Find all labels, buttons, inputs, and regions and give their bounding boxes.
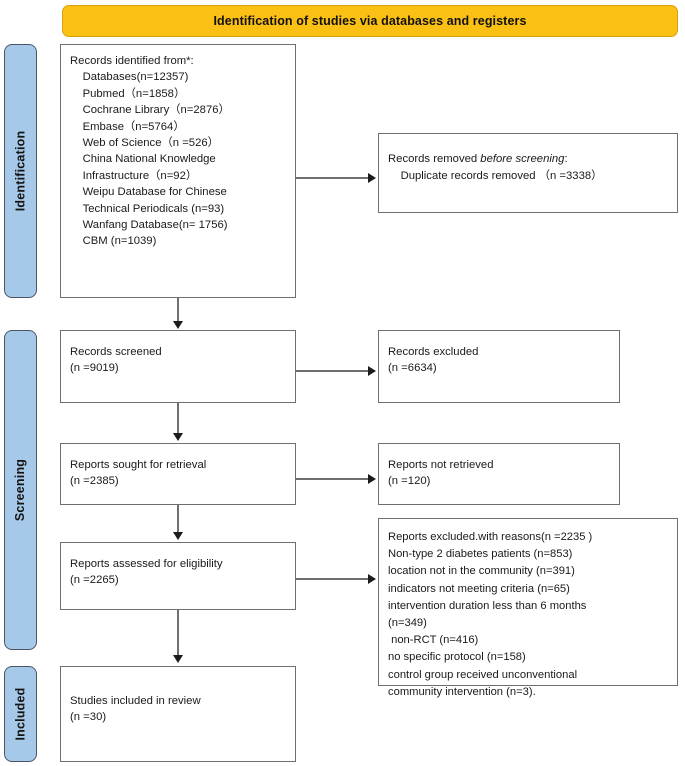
- stage-rail-identification: Identification: [4, 44, 37, 298]
- connector-identified-to-screened: [177, 298, 179, 322]
- box-records-identified: Records identified from*: Databases(n=12…: [60, 44, 296, 298]
- box-records-removed: Records removed before screening: Duplic…: [378, 133, 678, 213]
- stage-label-identification: Identification: [13, 130, 28, 212]
- box-reports-eligibility-text: Reports assessed for eligibility (n =226…: [70, 558, 223, 587]
- arrowhead-sought-to-eligibility: [173, 532, 183, 540]
- box-reports-eligibility: Reports assessed for eligibility (n =226…: [60, 542, 296, 610]
- arrowhead-identified-to-screened: [173, 321, 183, 329]
- connector-eligibility-to-excluded-reasons: [296, 578, 368, 580]
- connector-sought-to-eligibility: [177, 505, 179, 533]
- box-reports-excluded-reasons: Reports excluded.with reasons(n =2235 ) …: [378, 518, 678, 698]
- connector-sought-to-not-retrieved: [296, 478, 368, 480]
- box-reports-excluded-reasons-text: Reports excluded.with reasons(n =2235 ) …: [388, 531, 593, 698]
- stage-label-screening: Screening: [13, 458, 28, 522]
- arrowhead-identified-to-removed: [368, 173, 376, 183]
- removed-prefix: Records removed: [388, 153, 481, 165]
- box-records-screened: Records screened (n =9019): [60, 330, 296, 403]
- box-records-screened-text: Records screened (n =9019): [70, 346, 162, 375]
- arrowhead-screened-to-excluded: [368, 366, 376, 376]
- box-reports-not-retrieved: Reports not retrieved (n =120): [378, 443, 620, 505]
- connector-identified-to-removed: [296, 177, 368, 179]
- header-banner: Identification of studies via databases …: [62, 5, 678, 37]
- box-reports-not-retrieved-text: Reports not retrieved (n =120): [388, 459, 494, 488]
- connector-screened-to-sought: [177, 403, 179, 434]
- arrowhead-sought-to-not-retrieved: [368, 474, 376, 484]
- arrowhead-eligibility-to-excluded-reasons: [368, 574, 376, 584]
- arrowhead-eligibility-to-included: [173, 655, 183, 663]
- header-banner-title: Identification of studies via databases …: [213, 14, 527, 28]
- arrowhead-screened-to-sought: [173, 433, 183, 441]
- stage-rail-screening: Screening: [4, 330, 37, 650]
- box-reports-sought: Reports sought for retrieval (n =2385): [60, 443, 296, 505]
- stage-rail-included: Included: [4, 666, 37, 762]
- box-studies-included-text: Studies included in review (n =30): [70, 695, 201, 724]
- stage-label-included: Included: [13, 687, 28, 741]
- connector-screened-to-excluded: [296, 370, 368, 372]
- box-records-excluded: Records excluded (n =6634): [378, 330, 620, 403]
- box-studies-included: Studies included in review (n =30): [60, 666, 296, 762]
- box-records-removed-text: Records removed before screening: Duplic…: [388, 142, 668, 185]
- connector-eligibility-to-included: [177, 610, 179, 656]
- box-reports-sought-text: Reports sought for retrieval (n =2385): [70, 459, 207, 488]
- box-records-identified-text: Records identified from*: Databases(n=12…: [70, 55, 230, 248]
- removed-suffix: : Duplicate records removed （n =3338）: [400, 153, 603, 182]
- removed-italic: before screening: [480, 153, 565, 165]
- box-records-excluded-text: Records excluded (n =6634): [388, 346, 479, 375]
